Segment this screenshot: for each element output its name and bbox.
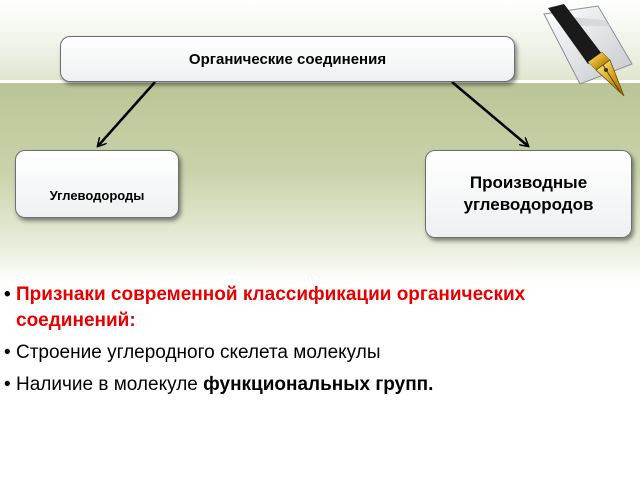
- node-root-label: Органические соединения: [188, 50, 387, 68]
- fountain-pen-icon: [543, 4, 633, 97]
- node-root: Органические соединения: [60, 36, 515, 82]
- arrow-to-right: [451, 81, 528, 146]
- list-item: Наличие в молекуле функциональных групп.: [4, 372, 634, 398]
- node-left: Углеводороды: [15, 150, 179, 218]
- list-item: Строение углеродного скелета молекулы: [4, 340, 634, 366]
- list-heading: Признаки современной классификации орган…: [4, 282, 634, 334]
- node-right-label-line2: углеводородов: [463, 195, 594, 214]
- arrow-to-left: [98, 81, 156, 146]
- node-right: Производные углеводородов: [425, 150, 632, 238]
- classification-list: Признаки современной классификации орган…: [4, 282, 634, 404]
- node-right-label-line1: Производные: [469, 173, 588, 192]
- list-item-text: Наличие в молекуле: [16, 374, 204, 395]
- node-left-label: Углеводороды: [49, 187, 145, 203]
- list-item-bold: функциональных групп.: [203, 374, 434, 395]
